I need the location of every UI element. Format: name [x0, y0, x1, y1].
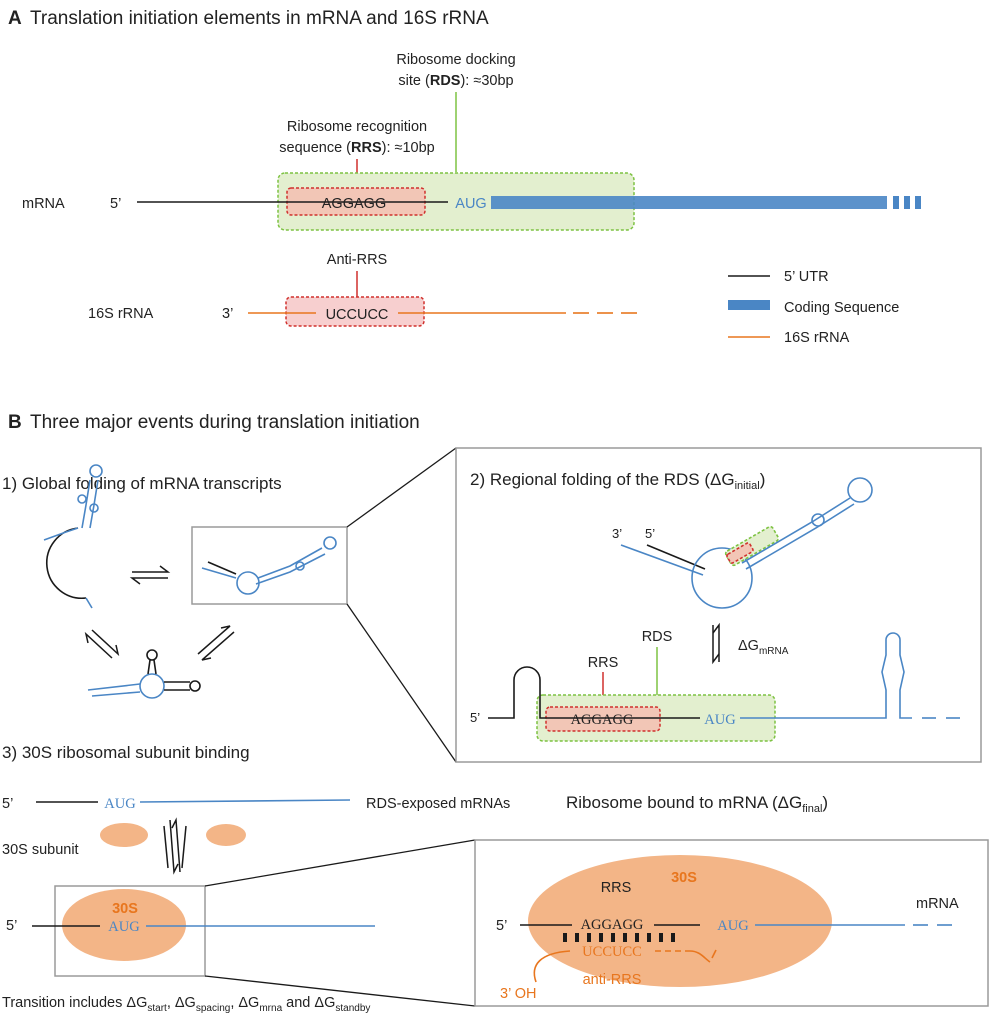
equilibrium-arrows-1 — [84, 565, 235, 661]
step3-cds-line — [139, 799, 351, 803]
panel-a-letter: A — [8, 8, 22, 29]
anti-rrs-text-bg — [316, 304, 398, 322]
step1-title: 1) Global folding of mRNA transcripts — [2, 474, 282, 493]
rrna-three-prime: 3’ — [222, 306, 233, 322]
free-30s-subunit-2 — [206, 824, 246, 846]
rrs-sequence: AGGAGG — [322, 196, 386, 212]
aug-start-codon: AUG — [455, 196, 486, 212]
fold-structure-3 — [87, 649, 201, 699]
mrna-row-label: mRNA — [22, 196, 65, 212]
large-aug: AUG — [717, 918, 749, 934]
folded-three-prime: 3’ — [612, 526, 622, 541]
bound-30s-small-label: 30S — [112, 901, 138, 917]
step2-box — [455, 447, 982, 763]
zoom-connector-bottom — [346, 603, 457, 763]
panel-a-title: Translation initiation elements in mRNA … — [30, 8, 489, 29]
free-30s-subunit-1 — [100, 823, 148, 847]
step2-rrs-label: RRS — [588, 655, 619, 671]
bound-small-five-prime: 5’ — [6, 918, 17, 934]
zoom-connector-2-bottom — [204, 975, 476, 1007]
large-30s-label: 30S — [671, 870, 697, 886]
three-oh-label: 3’ OH — [500, 986, 537, 1002]
panel-b-letter: B — [8, 412, 22, 433]
subunit-30s-label: 30S subunit — [2, 842, 79, 858]
large-mrna-label: mRNA — [916, 896, 959, 912]
anti-rrs-sequence: UCCUCC — [326, 307, 389, 323]
zoom-source-box — [191, 526, 348, 605]
anti-rrs-label: Anti-RRS — [327, 252, 387, 268]
panel-b-title: Three major events during translation in… — [30, 412, 420, 433]
ribosome-bound-title: Ribosome bound to mRNA (ΔGfinal) — [566, 793, 828, 815]
rds-label-line1: Ribosome docking — [396, 52, 515, 68]
legend-cds-swatch — [728, 300, 770, 310]
anti-rrs-large-label: anti-RRS — [583, 972, 642, 988]
ribosome-bound-box — [474, 839, 989, 1007]
zoom-connector-top — [346, 447, 457, 528]
equilibrium-arrows-3 — [163, 817, 187, 875]
fold-structure-1 — [43, 464, 103, 609]
coding-dash-3 — [915, 196, 921, 209]
dg-mrna-label: ΔGmRNA — [738, 638, 789, 657]
mrna-five-prime: 5’ — [110, 196, 121, 212]
step2-rds-label: RDS — [642, 629, 673, 645]
transition-footer: Transition includes ΔGstart, ΔGspacing, … — [2, 995, 370, 1014]
ribosome-30s-large — [528, 855, 832, 987]
step2-rrs-box — [545, 706, 661, 732]
rrs-label-line2: sequence (RRS): ≈10bp — [279, 140, 434, 156]
step3-aug: AUG — [104, 796, 136, 812]
step2-aug: AUG — [704, 712, 736, 728]
rrna-row-label: 16S rRNA — [88, 306, 154, 322]
rds-exposed-label: RDS-exposed mRNAs — [366, 796, 510, 812]
step2-linear-mrna: 5’ — [470, 632, 960, 725]
legend-utr-label: 5’ UTR — [784, 269, 829, 285]
step2-title: 2) Regional folding of the RDS (ΔGinitia… — [470, 470, 765, 492]
zoom-connector-2-top — [204, 839, 476, 887]
legend-cds-label: Coding Sequence — [784, 300, 899, 316]
coding-dash-2 — [904, 196, 910, 209]
step2-five-prime: 5’ — [470, 710, 480, 725]
panel-a: A Translation initiation elements in mRN… — [8, 8, 921, 346]
coding-sequence-bar — [491, 196, 887, 209]
bound-small-aug: AUG — [108, 919, 140, 935]
coding-dash-1 — [893, 196, 899, 209]
large-anti-rrs-sequence: UCCUCC — [582, 944, 642, 960]
bound-ribosome-small — [62, 889, 186, 961]
legend-rrna-label: 16S rRNA — [784, 330, 850, 346]
panel-b: B Three major events during translation … — [2, 412, 989, 1014]
large-rrs-text-bg — [572, 914, 654, 930]
step3-title: 3) 30S ribosomal subunit binding — [2, 743, 250, 762]
step2-rrs-sequence: AGGAGG — [571, 712, 634, 728]
large-rrs-label: RRS — [601, 880, 632, 896]
fold-structure-2 — [201, 536, 337, 595]
rds-label-line2: site (RDS): ≈30bp — [398, 73, 513, 89]
step3-five-prime: 5’ — [2, 796, 13, 812]
large-rrs-sequence: AGGAGG — [581, 917, 644, 933]
folded-five-prime: 5’ — [645, 526, 655, 541]
rrs-label-line1: Ribosome recognition — [287, 119, 427, 135]
rrna-3-prime-tail — [533, 949, 717, 983]
equilibrium-arrows-2 — [712, 622, 720, 665]
folded-rds-structure: 3’ 5’ — [612, 477, 873, 609]
large-five-prime: 5’ — [496, 918, 507, 934]
legend: 5’ UTR Coding Sequence 16S rRNA — [728, 269, 899, 346]
bound-source-box — [54, 885, 206, 977]
base-pair-ticks — [563, 933, 675, 942]
